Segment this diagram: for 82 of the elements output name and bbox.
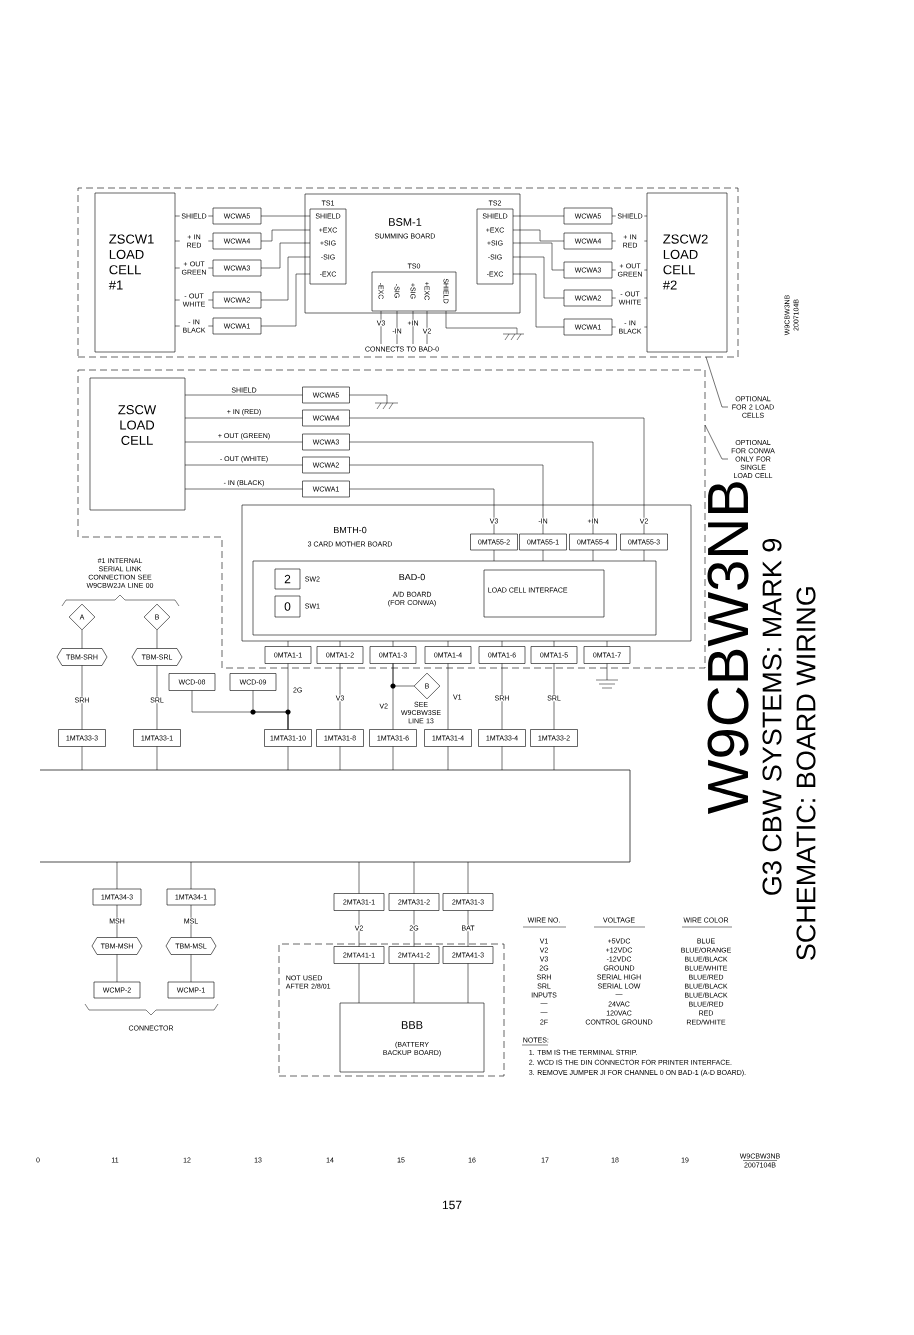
wire xyxy=(260,242,311,269)
wire xyxy=(467,963,469,1004)
wire xyxy=(339,663,341,730)
wire xyxy=(542,549,544,562)
wire xyxy=(81,746,83,771)
switch-box: 0 xyxy=(274,595,301,618)
wire xyxy=(339,640,341,647)
wire xyxy=(349,417,645,535)
wire xyxy=(493,549,495,562)
page-number: 157 xyxy=(442,1200,462,1210)
wire xyxy=(643,549,645,562)
load-cell-box: ZSCW2 LOAD CELL #2 xyxy=(646,192,728,353)
wire xyxy=(413,861,415,894)
wire xyxy=(426,310,428,345)
load-cell-box: ZSCW1 LOAD CELL #1 xyxy=(94,192,176,353)
wire xyxy=(392,640,394,647)
wire xyxy=(380,310,382,345)
wire xyxy=(358,963,360,1004)
wire xyxy=(512,215,565,217)
wire xyxy=(358,861,360,894)
wire xyxy=(606,663,608,681)
wire xyxy=(396,310,398,345)
wire xyxy=(349,488,495,535)
wire xyxy=(349,464,544,535)
title-text: W9CBW3NB xyxy=(707,482,749,814)
wire xyxy=(184,394,303,396)
wire xyxy=(252,690,289,730)
wire xyxy=(413,910,415,947)
switch-box: 2 xyxy=(274,568,301,590)
wire xyxy=(447,746,449,771)
wire xyxy=(116,861,118,890)
wire xyxy=(349,394,388,404)
wire xyxy=(512,229,565,242)
wire xyxy=(156,629,158,649)
wire xyxy=(553,640,555,647)
wire xyxy=(184,488,303,490)
wire xyxy=(287,640,289,647)
wire xyxy=(156,746,158,771)
wire xyxy=(116,954,118,983)
load-cell-box: ZSCW LOAD CELL xyxy=(89,377,186,511)
leader-line xyxy=(705,356,729,408)
wire xyxy=(81,629,83,649)
wire xyxy=(358,910,360,947)
wire xyxy=(260,273,311,327)
wire xyxy=(339,746,341,771)
leader-line xyxy=(704,424,729,460)
wire xyxy=(512,256,565,299)
wire xyxy=(156,665,158,730)
wire xyxy=(81,665,83,730)
wire xyxy=(190,904,192,938)
wire xyxy=(467,910,469,947)
dashed-boundary xyxy=(77,187,739,358)
wire xyxy=(184,441,303,443)
wire xyxy=(184,464,303,466)
wire xyxy=(190,861,192,890)
wire xyxy=(445,310,518,329)
wire xyxy=(412,310,414,345)
wire xyxy=(260,256,311,301)
wire xyxy=(260,229,311,242)
wire xyxy=(349,441,594,535)
title-text: G3 CBW SYSTEMS: MARK 9 xyxy=(762,538,782,895)
wire xyxy=(592,549,594,562)
wire xyxy=(116,904,118,938)
wire xyxy=(392,663,415,687)
wire xyxy=(190,954,192,983)
wire xyxy=(184,417,303,419)
wire xyxy=(553,663,555,730)
title-text: SCHEMATIC: BOARD WIRING xyxy=(796,587,816,960)
wire xyxy=(501,746,503,771)
wire xyxy=(447,640,449,647)
wire xyxy=(447,663,449,730)
wire xyxy=(512,273,565,328)
wire xyxy=(553,746,555,771)
wire xyxy=(467,861,469,894)
wire xyxy=(512,242,565,271)
wire xyxy=(501,640,503,647)
wire xyxy=(501,663,503,730)
wire xyxy=(392,746,394,771)
wire xyxy=(287,746,289,771)
wire xyxy=(260,215,311,217)
wire xyxy=(413,963,415,1004)
wire xyxy=(606,640,608,647)
